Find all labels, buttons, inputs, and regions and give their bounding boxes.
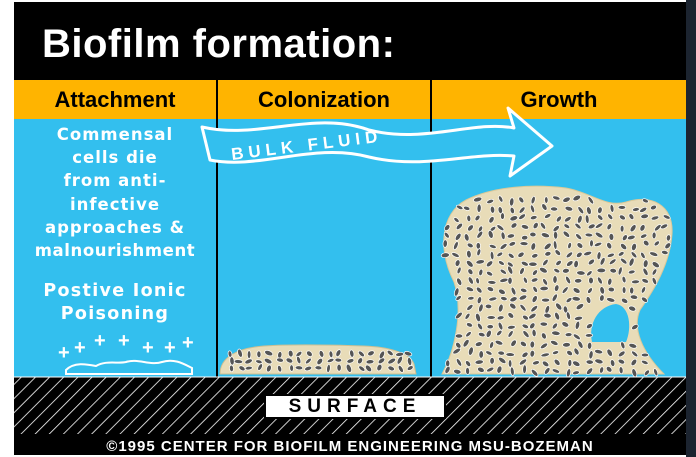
- plus-ion-icon: +: [58, 342, 70, 364]
- bacterial-cell: [553, 276, 558, 284]
- bacterial-cell: [257, 351, 261, 358]
- bacterial-cell: [532, 329, 537, 337]
- bacterial-cell: [540, 286, 549, 291]
- bacterial-cell: [498, 351, 505, 356]
- bacterial-cell: [490, 206, 495, 214]
- bacterial-cell: [487, 324, 494, 329]
- bacterial-cell: [609, 233, 614, 240]
- bacterial-cell: [565, 332, 572, 336]
- bacterial-cell: [488, 280, 497, 284]
- bacterial-cell: [589, 240, 593, 247]
- bacterial-cell: [576, 270, 585, 275]
- bacterial-cell: [500, 213, 504, 220]
- bacterial-cell: [574, 278, 582, 283]
- bacterial-cell: [618, 205, 626, 209]
- bacterial-cell: [630, 287, 634, 294]
- plus-ion-icon: +: [94, 330, 106, 352]
- bacterial-cell: [608, 287, 615, 292]
- bacterial-cell: [520, 241, 528, 245]
- bacterial-cell: [477, 204, 482, 213]
- bacterial-cell: [588, 277, 593, 284]
- bacterial-cell: [295, 365, 303, 370]
- bacterial-cell: [479, 351, 484, 359]
- bacterial-cell: [508, 277, 513, 284]
- bacterial-cell: [529, 262, 538, 267]
- plus-ion-icon: +: [118, 330, 130, 352]
- ion-group: +++++++: [58, 330, 194, 364]
- bacterial-cell: [540, 322, 548, 327]
- bacterial-cell: [290, 365, 294, 372]
- bacterial-cell: [562, 268, 570, 274]
- plus-ion-icon: +: [142, 337, 154, 359]
- bacterial-cell: [229, 356, 234, 365]
- bacterial-cell: [587, 342, 592, 349]
- bacterial-cell: [315, 365, 322, 370]
- bacterial-cell: [586, 360, 594, 365]
- bacterial-cell: [652, 232, 656, 239]
- bacterial-cell: [485, 304, 492, 309]
- bacterial-cell: [568, 359, 572, 366]
- bacterial-cell: [466, 250, 471, 258]
- bacterial-cell: [506, 352, 515, 356]
- bacterial-cell: [487, 316, 495, 320]
- bacterial-cell: [490, 357, 495, 364]
- bacterial-cell: [597, 268, 606, 273]
- bacterial-cell: [455, 334, 463, 338]
- bacterial-cell: [619, 366, 624, 374]
- slide-edge: [686, 0, 696, 457]
- bacterial-cell: [542, 298, 550, 302]
- bacterial-cell: [585, 333, 593, 337]
- bacterial-cell: [465, 367, 469, 374]
- bacterial-cell: [337, 364, 342, 371]
- plus-ion-icon: +: [164, 337, 176, 359]
- bacterial-cell: [530, 341, 535, 348]
- bacterial-cell: [641, 353, 649, 357]
- bacterial-cell: [522, 365, 526, 374]
- bacterial-cell: [234, 359, 243, 364]
- attached-cells: [66, 361, 192, 374]
- bulk-fluid-arrow: BULK FLUID: [202, 108, 552, 176]
- bacterial-cell: [631, 280, 639, 284]
- plus-ion-icon: +: [182, 332, 194, 354]
- bacterial-cell: [229, 365, 234, 372]
- bacterial-cell: [550, 207, 558, 212]
- diagram-artwork: BULK FLUID +++++++: [14, 2, 686, 455]
- bacterial-cell: [335, 358, 342, 363]
- diagram-frame: Biofilm formation: Attachment Colonizati…: [14, 2, 686, 455]
- bacterial-cell: [544, 197, 548, 204]
- bacterial-cell: [562, 342, 570, 347]
- bacterial-cell: [467, 215, 472, 222]
- bacterial-cell: [530, 232, 537, 237]
- bacterial-cell: [553, 231, 557, 239]
- copyright-footer: ©1995 CENTER FOR BIOFILM ENGINEERING MSU…: [14, 438, 686, 455]
- bacterial-cell: [366, 359, 374, 364]
- bacterial-cell: [508, 360, 512, 368]
- bacterial-cell: [247, 351, 251, 359]
- bacterial-cell: [620, 225, 624, 232]
- bacterial-cell: [446, 360, 450, 367]
- bacterial-cell: [443, 240, 448, 248]
- bacterial-cell: [622, 287, 626, 294]
- bacterial-cell: [476, 242, 481, 249]
- plus-ion-icon: +: [74, 337, 86, 359]
- surface-label: SURFACE: [264, 394, 446, 419]
- bacterial-cell: [585, 233, 593, 237]
- bacterial-cell: [521, 235, 528, 240]
- bacterial-cell: [666, 234, 671, 241]
